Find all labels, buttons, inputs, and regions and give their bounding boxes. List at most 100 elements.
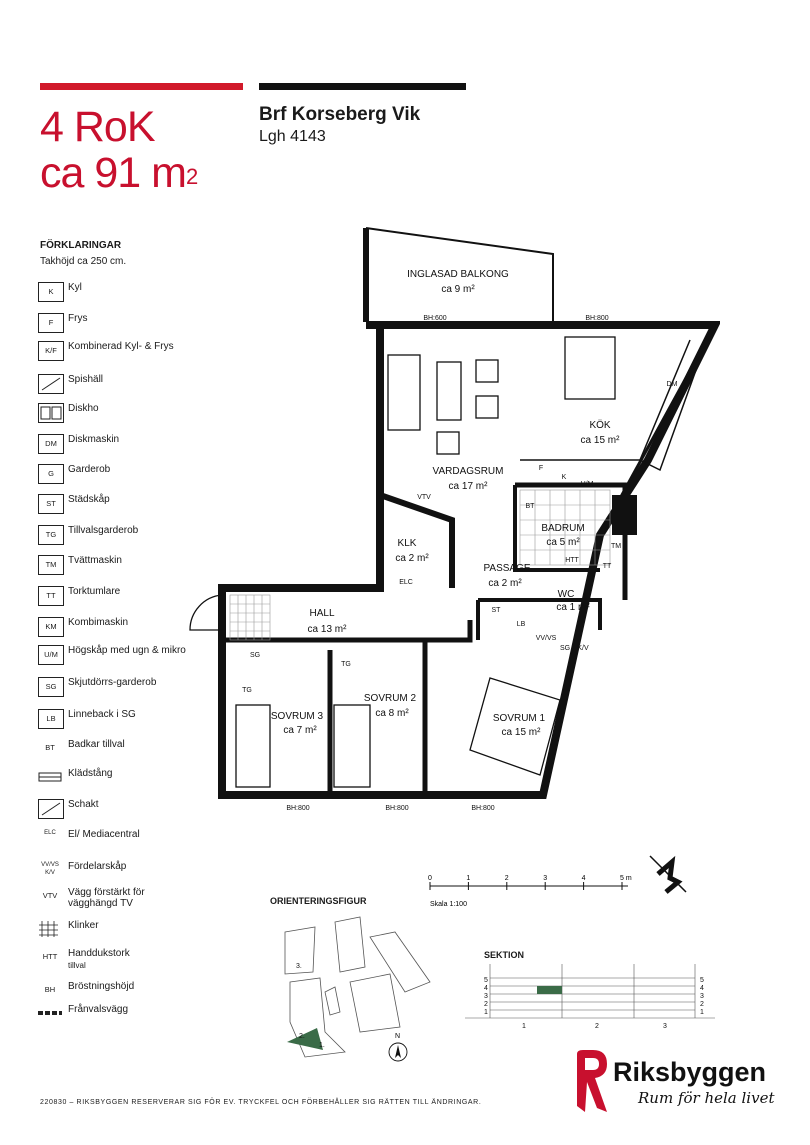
legend-code: VTV	[42, 891, 58, 900]
klinker-bath	[519, 489, 611, 566]
scale-tick-label: 2	[505, 875, 509, 882]
legend-label: Städskåp	[68, 494, 110, 505]
section-floor-label-left: 2	[484, 1001, 488, 1008]
legend-code: ST	[38, 494, 64, 514]
legend-code: TG	[38, 525, 64, 545]
room-area-hall: ca 13 m²	[308, 624, 348, 635]
scale-tick-label: 4	[582, 875, 586, 882]
legend-label: Tillvalsgarderob	[68, 525, 139, 536]
bed-sovrum1	[469, 677, 561, 776]
room-area-sovrum2: ca 8 m²	[375, 708, 409, 719]
section-column-label: 2	[595, 1023, 599, 1030]
legend-title: FÖRKLARINGAR	[40, 240, 122, 251]
area-total: ca 91 m2	[40, 149, 198, 197]
legend-symbol-icon	[38, 768, 62, 786]
footer-disclaimer: 220830 – RIKSBYGGEN RESERVERAR SIG FÖR E…	[40, 1099, 482, 1106]
armchair-3	[436, 431, 460, 455]
lb-label: LB	[517, 621, 526, 628]
room-name-sovrum3: SOVRUM 3	[271, 711, 324, 722]
klk-wall	[379, 492, 455, 588]
header-red-bar	[40, 83, 243, 90]
legend-code: K/F	[38, 341, 64, 361]
shaft	[612, 495, 637, 535]
tg-label-sovrum3: TG	[242, 687, 252, 694]
legend-label: Tvättmaskin	[68, 555, 122, 566]
north-label: N	[395, 1033, 400, 1040]
room-name-kok: KÖK	[589, 419, 610, 431]
sg-label-hall: SG	[250, 652, 260, 659]
legend-label: Diskho	[68, 403, 99, 414]
legend-code: HTT	[42, 952, 58, 961]
legend-symbol-icon	[38, 403, 64, 423]
room-area-klk: ca 2 m²	[395, 553, 429, 564]
apartment-number: Lgh 4143	[259, 128, 326, 145]
legend-label: Garderob	[68, 464, 111, 475]
room-name-klk: KLK	[398, 538, 417, 549]
room-area-balkong: ca 9 m²	[441, 284, 475, 295]
balcony-glazing	[365, 227, 554, 322]
section-floor-label-right: 1	[700, 1009, 704, 1016]
st-label: ST	[492, 607, 502, 614]
bh-label-kok: BH:800	[585, 315, 608, 322]
section-column-label: 1	[522, 1023, 526, 1030]
legend-label: Frånvalsvägg	[68, 1004, 129, 1015]
legend-symbol-icon	[38, 1004, 62, 1022]
section-floor-label-right: 2	[700, 1001, 704, 1008]
um-label: U/M	[581, 481, 594, 488]
dm-label: DM	[667, 381, 678, 388]
coffee-table	[436, 361, 462, 421]
legend-label: Klinker	[68, 920, 99, 931]
scale-tick-label: 1	[466, 875, 470, 882]
legend-label: El/ Mediacentral	[68, 829, 140, 840]
north-arrow-icon: N	[388, 1033, 408, 1062]
kv-label: K/V	[577, 645, 589, 652]
legend-label: Klädstång	[68, 768, 113, 779]
room-area-kok: ca 15 m²	[581, 435, 621, 446]
legend-code: DM	[38, 434, 64, 454]
dining-table	[564, 336, 616, 400]
orientation-marker-3: 3.	[296, 963, 302, 970]
legend-label: Fördelarskåp	[68, 861, 127, 872]
exterior-wall-west	[218, 325, 420, 799]
legend-label: Handdukstork	[68, 948, 130, 959]
legend-label: Torktumlare	[68, 586, 121, 597]
legend-code: SG	[38, 677, 64, 697]
legend-label: Frys	[68, 313, 88, 324]
legend-code: KM	[38, 617, 64, 637]
bath-passage-wall	[513, 485, 600, 572]
section-title: SEKTION	[484, 950, 525, 960]
elc-label: ELC	[399, 579, 413, 586]
bed-sovrum2	[333, 704, 371, 788]
compass-arrow-icon	[649, 855, 687, 894]
room-name-badrum: BADRUM	[541, 523, 584, 534]
legend-code: ELC	[44, 830, 56, 836]
section-floor-label-left: 5	[484, 977, 488, 984]
section-floor-label-left: 1	[484, 1009, 488, 1016]
legend-code: U/M	[38, 645, 64, 665]
section-floor-label-right: 3	[700, 993, 704, 1000]
legend-item: TG Tillvalsgarderob	[38, 525, 208, 549]
legend-item: Frånvalsvägg	[38, 1004, 208, 1028]
vvvs-label: VV/VS	[536, 635, 557, 642]
room-name-sovrum1: SOVRUM 1	[493, 713, 546, 724]
section-floor-label-right: 5	[700, 977, 704, 984]
room-area-sovrum1: ca 15 m²	[502, 727, 542, 738]
section-floor-label-right: 4	[700, 985, 704, 992]
bh-label-sovrum1: BH:800	[471, 805, 494, 812]
entrance-door	[189, 594, 223, 631]
legend-label: Diskmaskin	[68, 434, 120, 445]
legend-item: DM Diskmaskin	[38, 434, 208, 458]
legend-label: Skjutdörrs-garderob	[68, 677, 157, 688]
legend-item: Klädstång	[38, 768, 208, 792]
legend-label: Kyl	[68, 282, 82, 293]
sofa	[387, 354, 421, 431]
